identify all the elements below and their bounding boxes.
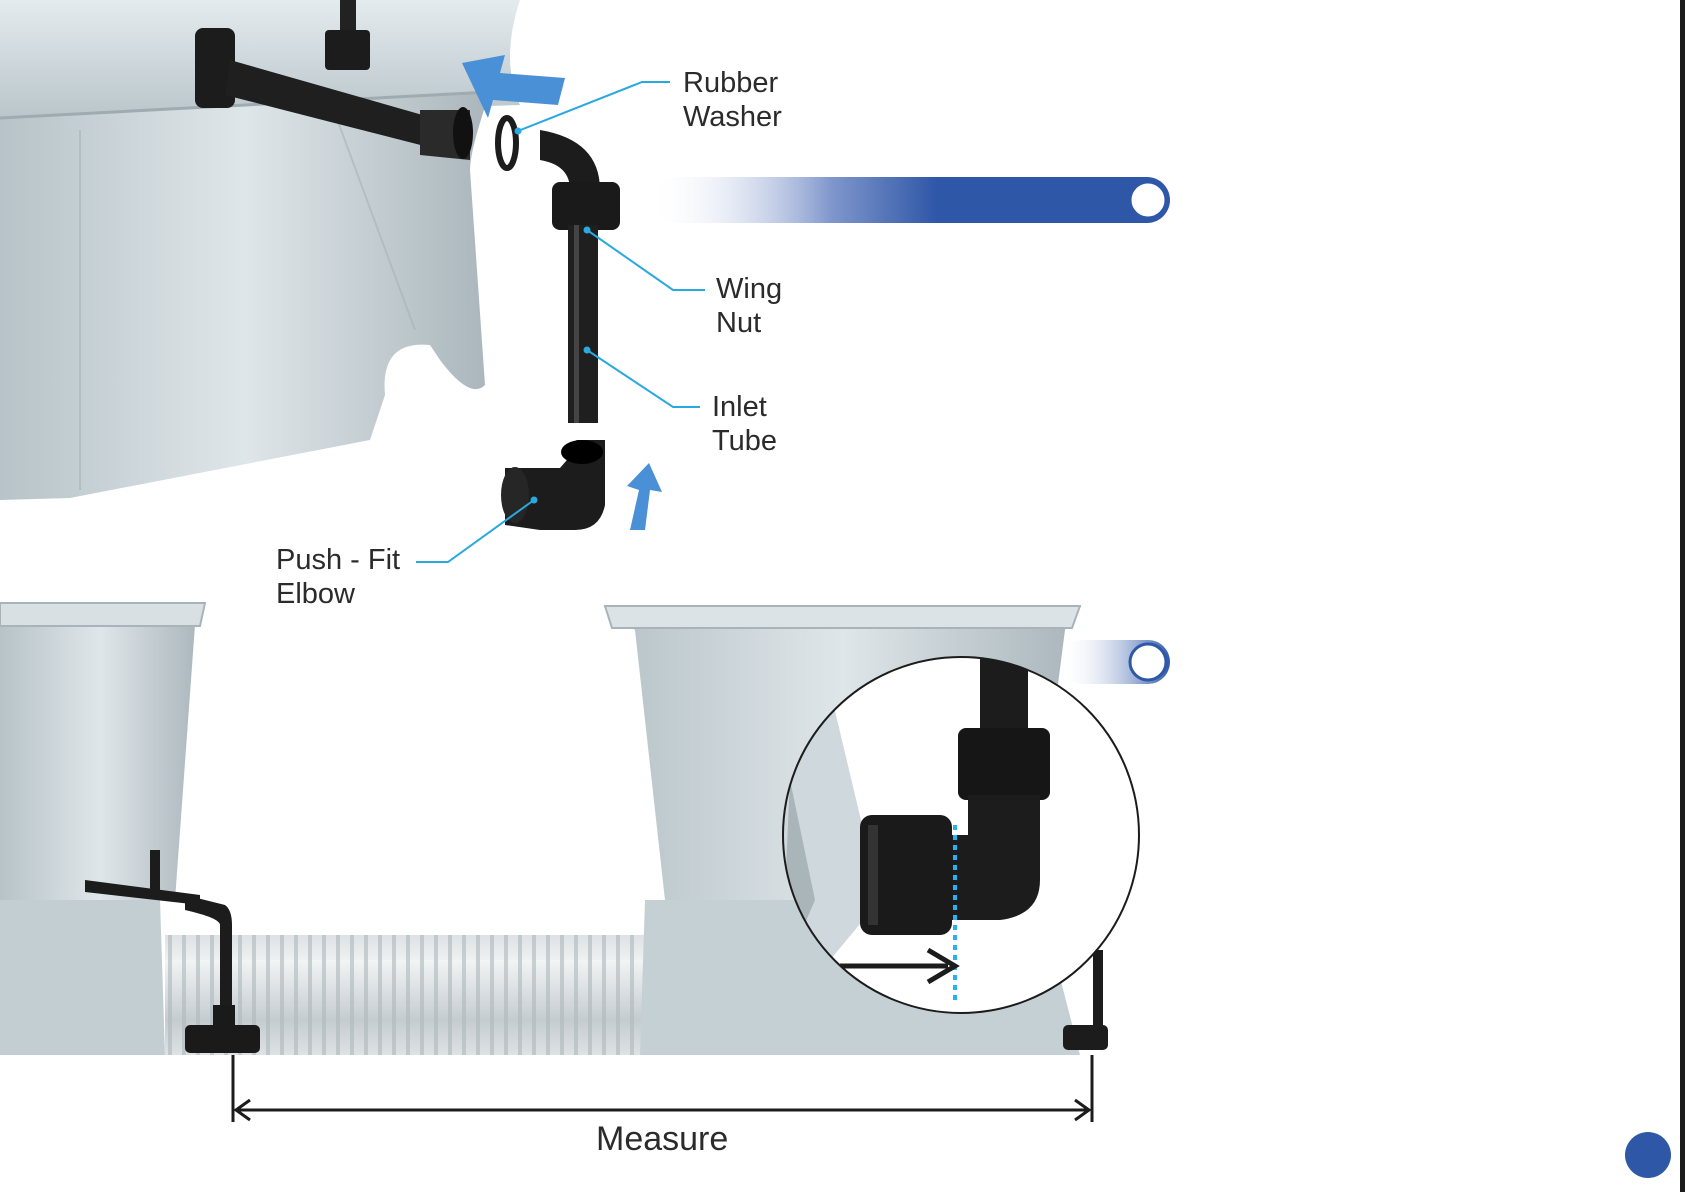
rubber-washer xyxy=(498,118,516,168)
measure-dimension xyxy=(233,1055,1092,1122)
label-wing-nut: Wing Nut xyxy=(716,272,782,340)
label-measure: Measure xyxy=(596,1120,728,1159)
page-edge xyxy=(1680,0,1685,1192)
step-bar-bottom xyxy=(1060,640,1170,684)
inlet-tube xyxy=(568,225,598,423)
direction-arrow-icon xyxy=(627,463,662,530)
step-bar-top xyxy=(650,177,1170,223)
label-rubber-washer: Rubber Washer xyxy=(683,66,782,134)
wing-nut-elbow xyxy=(540,130,620,230)
label-inlet-tube: Inlet Tube xyxy=(712,390,777,458)
page-indicator-dot xyxy=(1625,1132,1671,1178)
push-fit-elbow xyxy=(501,440,605,530)
label-push-fit-elbow: Push - Fit Elbow xyxy=(276,543,400,611)
